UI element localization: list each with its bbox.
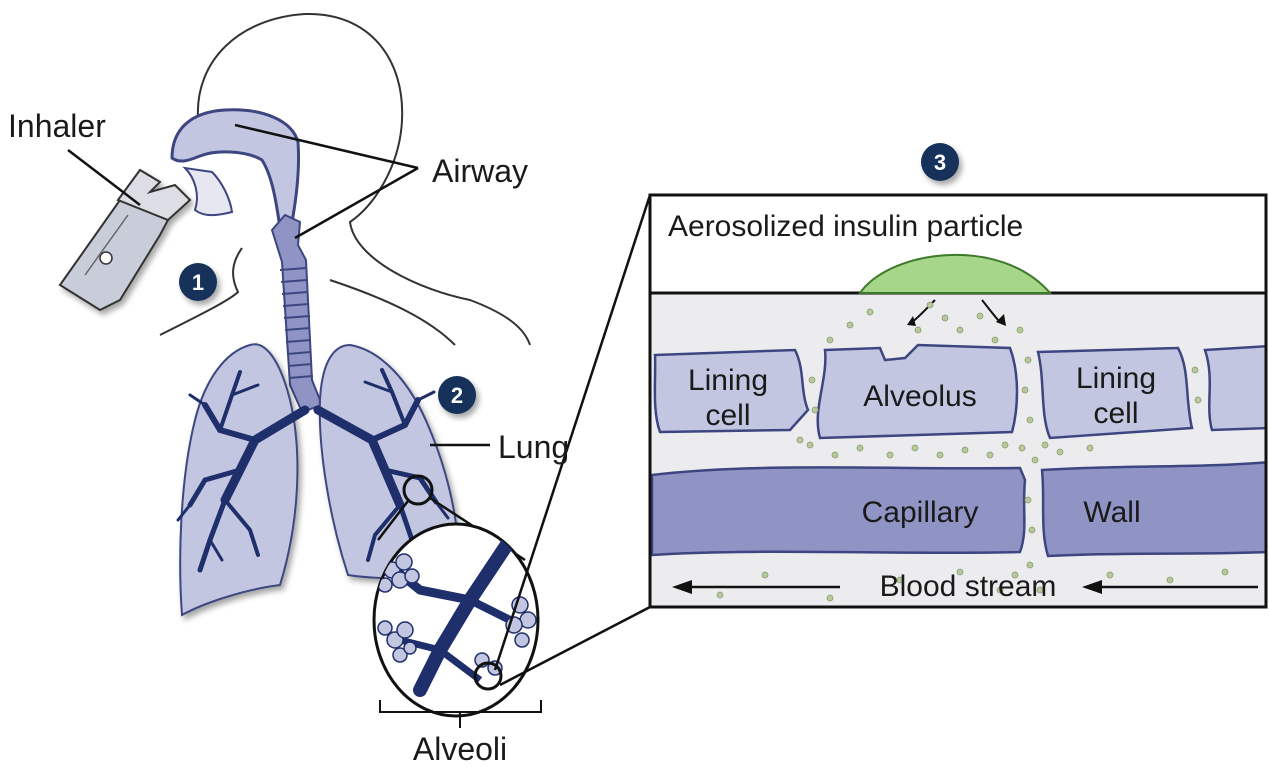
svg-text:2: 2 [451,383,463,408]
alveolus-label: Alveolus [863,380,976,413]
lining-cell-right-label-2: cell [1093,397,1138,430]
wall-label: Wall [1083,496,1140,529]
lining-cell-right-label-1: Lining [1076,362,1156,395]
nasal-cavity [172,110,299,228]
aerosolized-particle-label: Aerosolized insulin particle [668,210,1023,243]
blood-stream-label: Blood stream [880,570,1057,603]
inhaler-label: Inhaler [8,108,106,144]
inhaler-device [60,170,190,310]
capillary-wall-right [1042,462,1269,556]
capillary-label: Capillary [862,496,979,529]
lung-label: Lung [498,429,569,465]
alveoli-label: Alveoli [413,731,507,767]
lining-cell-left-label-1: Lining [688,364,768,397]
airway-label: Airway [432,153,528,189]
alveoli-zoom-circle [374,476,538,716]
step-badge-1: 1 [179,263,217,301]
svg-text:1: 1 [192,270,204,295]
step-badge-3: 3 [921,143,959,181]
lining-cell-edge [1205,346,1269,430]
step-badge-2: 2 [438,376,476,414]
svg-text:3: 3 [934,150,946,175]
lining-cell-left-label-2: cell [705,399,750,432]
